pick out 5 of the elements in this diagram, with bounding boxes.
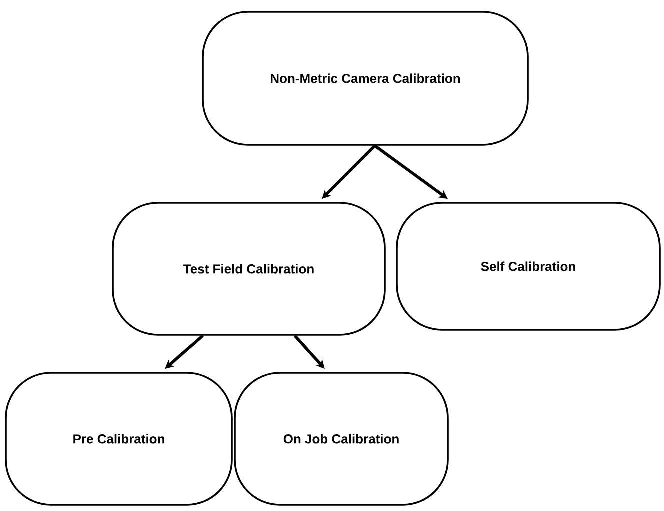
rounded-box: On Job Calibration: [234, 372, 449, 506]
rounded-box: Self Calibration: [396, 202, 661, 331]
rounded-box: Test Field Calibration: [112, 202, 386, 336]
rounded-box: Pre Calibration: [5, 372, 233, 506]
rounded-box: Non-Metric Camera Calibration: [202, 11, 529, 146]
